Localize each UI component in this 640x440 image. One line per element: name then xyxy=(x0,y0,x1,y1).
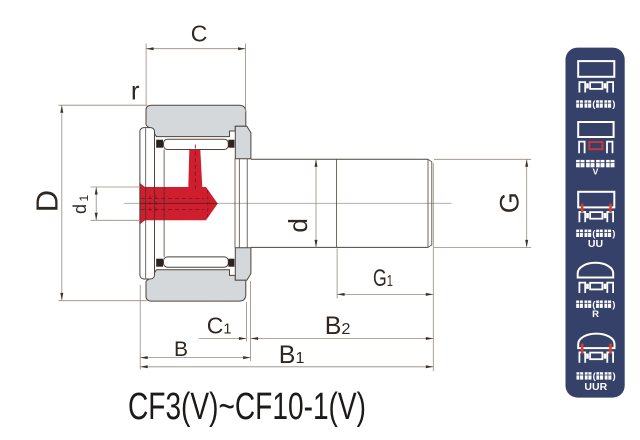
svg-text:(: ( xyxy=(592,229,596,240)
svg-text:B: B xyxy=(174,338,188,361)
svg-text:): ) xyxy=(612,229,615,240)
svg-text:): ) xyxy=(612,299,615,310)
svg-text:UU: UU xyxy=(588,238,603,250)
svg-text:r: r xyxy=(131,76,140,106)
svg-text:(: ( xyxy=(592,299,596,310)
svg-text:R: R xyxy=(592,309,599,320)
svg-text:): ) xyxy=(613,371,616,382)
svg-text:C: C xyxy=(191,21,208,47)
svg-text:(: ( xyxy=(592,99,596,110)
svg-text:G: G xyxy=(494,192,524,213)
svg-text:d: d xyxy=(283,218,313,232)
svg-text:D: D xyxy=(29,190,64,212)
svg-text:V: V xyxy=(593,167,599,177)
svg-text:(: ( xyxy=(593,371,597,382)
svg-text:UUR: UUR xyxy=(584,381,607,393)
svg-text:): ) xyxy=(612,99,615,110)
svg-text:CF3(V)~CF10-1(V): CF3(V)~CF10-1(V) xyxy=(128,386,366,428)
